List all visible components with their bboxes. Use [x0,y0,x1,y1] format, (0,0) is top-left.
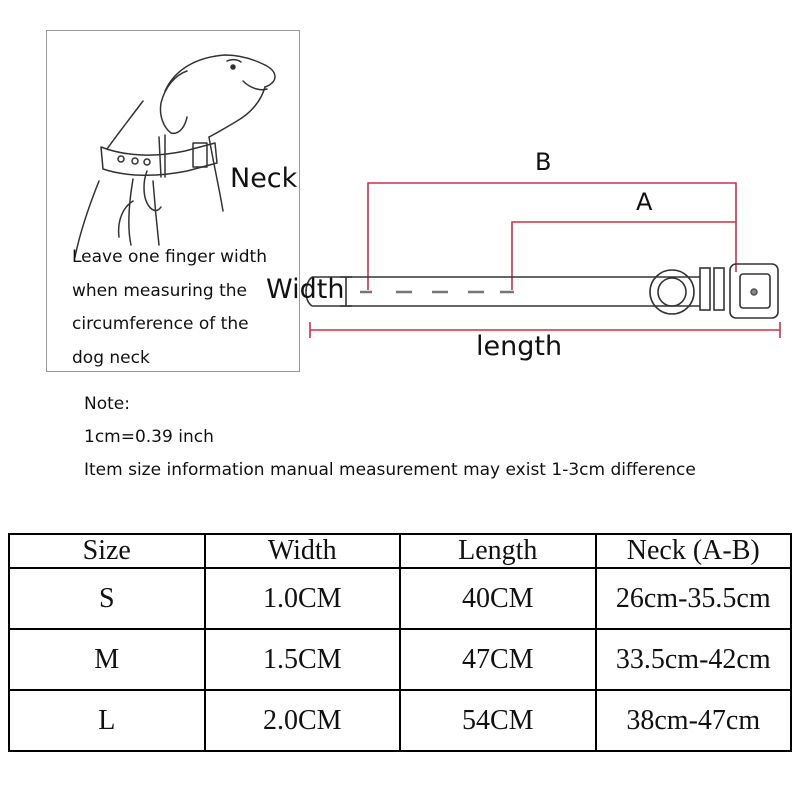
cell-length: 54CM [399,689,597,752]
header-size: Size [8,533,206,569]
cell-size: S [8,567,206,630]
length-label: length [476,331,563,362]
size-table: Size Width Length Neck (A-B) S 1.0CM 40C… [8,533,792,752]
cell-width: 1.0CM [203,567,401,630]
cell-size: M [8,628,206,691]
note-conversion: 1cm=0.39 inch [84,427,214,447]
cell-length: 47CM [399,628,597,691]
header-width: Width [203,533,401,569]
table-row: S 1.0CM 40CM 26cm-35.5cm [8,567,792,630]
cell-width: 1.5CM [203,628,401,691]
note-disclaimer: Item size information manual measurement… [84,460,696,480]
cell-neck: 38cm-47cm [594,689,792,752]
note-title: Note: [84,394,130,414]
header-length: Length [399,533,597,569]
notes-section: Note: 1cm=0.39 inch Item size informatio… [84,388,696,487]
dog-neck-illustration [74,54,276,258]
d-ring [649,269,695,315]
measure-a-bracket [511,221,736,290]
measure-a-label: A [636,188,653,216]
width-label: Width [266,274,345,305]
neck-label: Neck [230,163,298,194]
cell-length: 40CM [399,567,597,630]
collar-strap [305,276,700,307]
measure-b-bracket [367,182,737,290]
table-row: L 2.0CM 54CM 38cm-47cm [8,689,792,752]
buckle [729,263,779,319]
measuring-illustration: Neck Leave one finger width when measuri… [46,30,300,372]
cell-size: L [8,689,206,752]
table-row: M 1.5CM 47CM 33.5cm-42cm [8,628,792,691]
finger-width-note: Leave one finger width when measuring th… [72,247,267,368]
measure-b-label: B [535,148,552,176]
cell-neck: 26cm-35.5cm [594,567,792,630]
cell-width: 2.0CM [203,689,401,752]
header-neck: Neck (A-B) [594,533,792,569]
table-header-row: Size Width Length Neck (A-B) [8,533,792,569]
cell-neck: 33.5cm-42cm [594,628,792,691]
